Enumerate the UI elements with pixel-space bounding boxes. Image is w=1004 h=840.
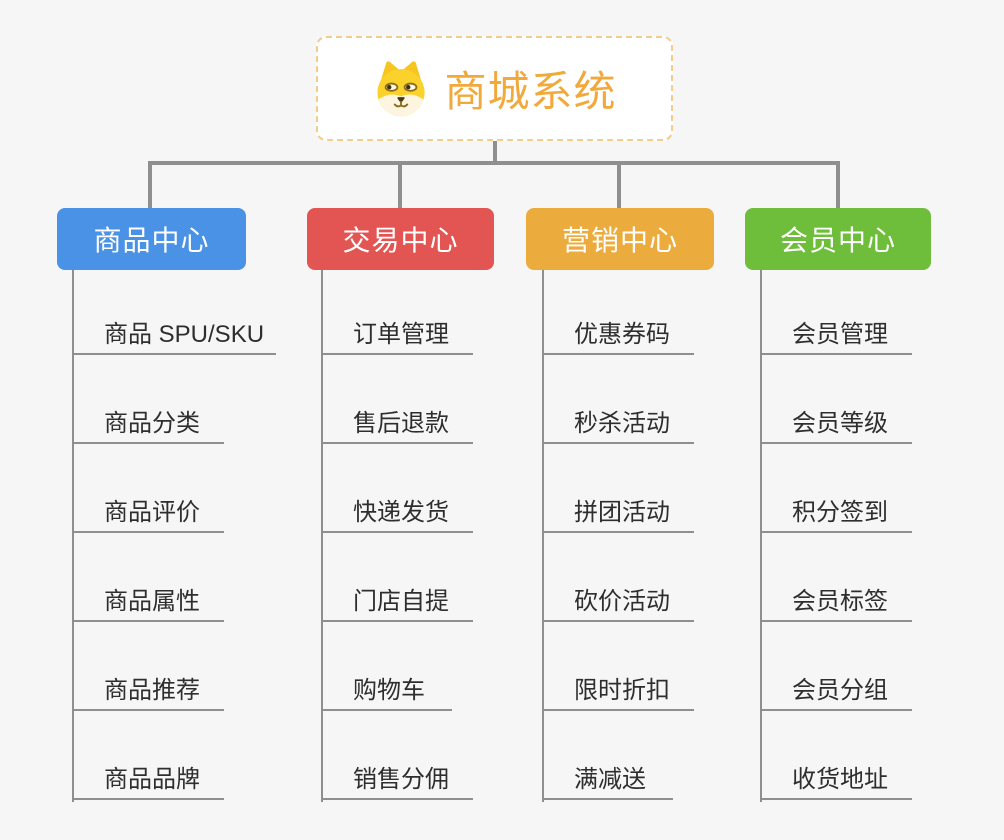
leaf-node-coupon-code[interactable]: 优惠券码 xyxy=(542,315,694,355)
leaf-node-member-tag[interactable]: 会员标签 xyxy=(760,582,912,622)
branch-drop-line xyxy=(617,161,621,208)
column-spine xyxy=(321,270,323,802)
branch-node-marketing-center[interactable]: 营销中心 xyxy=(526,208,714,270)
leaf-node-shipping-address[interactable]: 收货地址 xyxy=(760,760,912,800)
leaf-node-aftersale-refund[interactable]: 售后退款 xyxy=(321,404,473,444)
leaf-node-product-attribute[interactable]: 商品属性 xyxy=(72,582,224,622)
branch-drop-line xyxy=(836,161,840,208)
leaf-node-product-review[interactable]: 商品评价 xyxy=(72,493,224,533)
leaf-node-full-reduction[interactable]: 满减送 xyxy=(542,760,673,800)
leaf-node-order-management[interactable]: 订单管理 xyxy=(321,315,473,355)
leaf-node-flash-sale[interactable]: 秒杀活动 xyxy=(542,404,694,444)
leaf-node-bargain-activity[interactable]: 砍价活动 xyxy=(542,582,694,622)
root-node-mall-system[interactable]: 商城系统 xyxy=(316,36,673,141)
leaf-node-shopping-cart[interactable]: 购物车 xyxy=(321,671,452,711)
shiba-dog-icon xyxy=(377,60,426,116)
leaf-node-member-group[interactable]: 会员分组 xyxy=(760,671,912,711)
branch-node-trade-center[interactable]: 交易中心 xyxy=(307,208,494,270)
branch-drop-line xyxy=(398,161,402,208)
leaf-node-group-buy[interactable]: 拼团活动 xyxy=(542,493,694,533)
leaf-node-product-brand[interactable]: 商品品牌 xyxy=(72,760,224,800)
leaf-node-product-category[interactable]: 商品分类 xyxy=(72,404,224,444)
leaf-node-member-level[interactable]: 会员等级 xyxy=(760,404,912,444)
leaf-node-store-pickup[interactable]: 门店自提 xyxy=(321,582,473,622)
leaf-node-points-checkin[interactable]: 积分签到 xyxy=(760,493,912,533)
leaf-node-product-spu-sku[interactable]: 商品 SPU/SKU xyxy=(72,315,276,355)
leaf-node-member-management[interactable]: 会员管理 xyxy=(760,315,912,355)
column-spine xyxy=(760,270,762,802)
leaf-node-sales-commission[interactable]: 销售分佣 xyxy=(321,760,473,800)
branch-node-member-center[interactable]: 会员中心 xyxy=(745,208,931,270)
leaf-node-product-recommend[interactable]: 商品推荐 xyxy=(72,671,224,711)
branch-drop-line xyxy=(148,161,152,208)
branch-node-product-center[interactable]: 商品中心 xyxy=(57,208,246,270)
leaf-node-limited-time-discount[interactable]: 限时折扣 xyxy=(542,671,694,711)
leaf-node-express-delivery[interactable]: 快递发货 xyxy=(321,493,473,533)
column-spine xyxy=(542,270,544,802)
branch-bus-line xyxy=(148,161,840,165)
root-connector-stub xyxy=(493,141,497,163)
root-title: 商城系统 xyxy=(444,68,617,115)
column-spine xyxy=(72,270,74,802)
